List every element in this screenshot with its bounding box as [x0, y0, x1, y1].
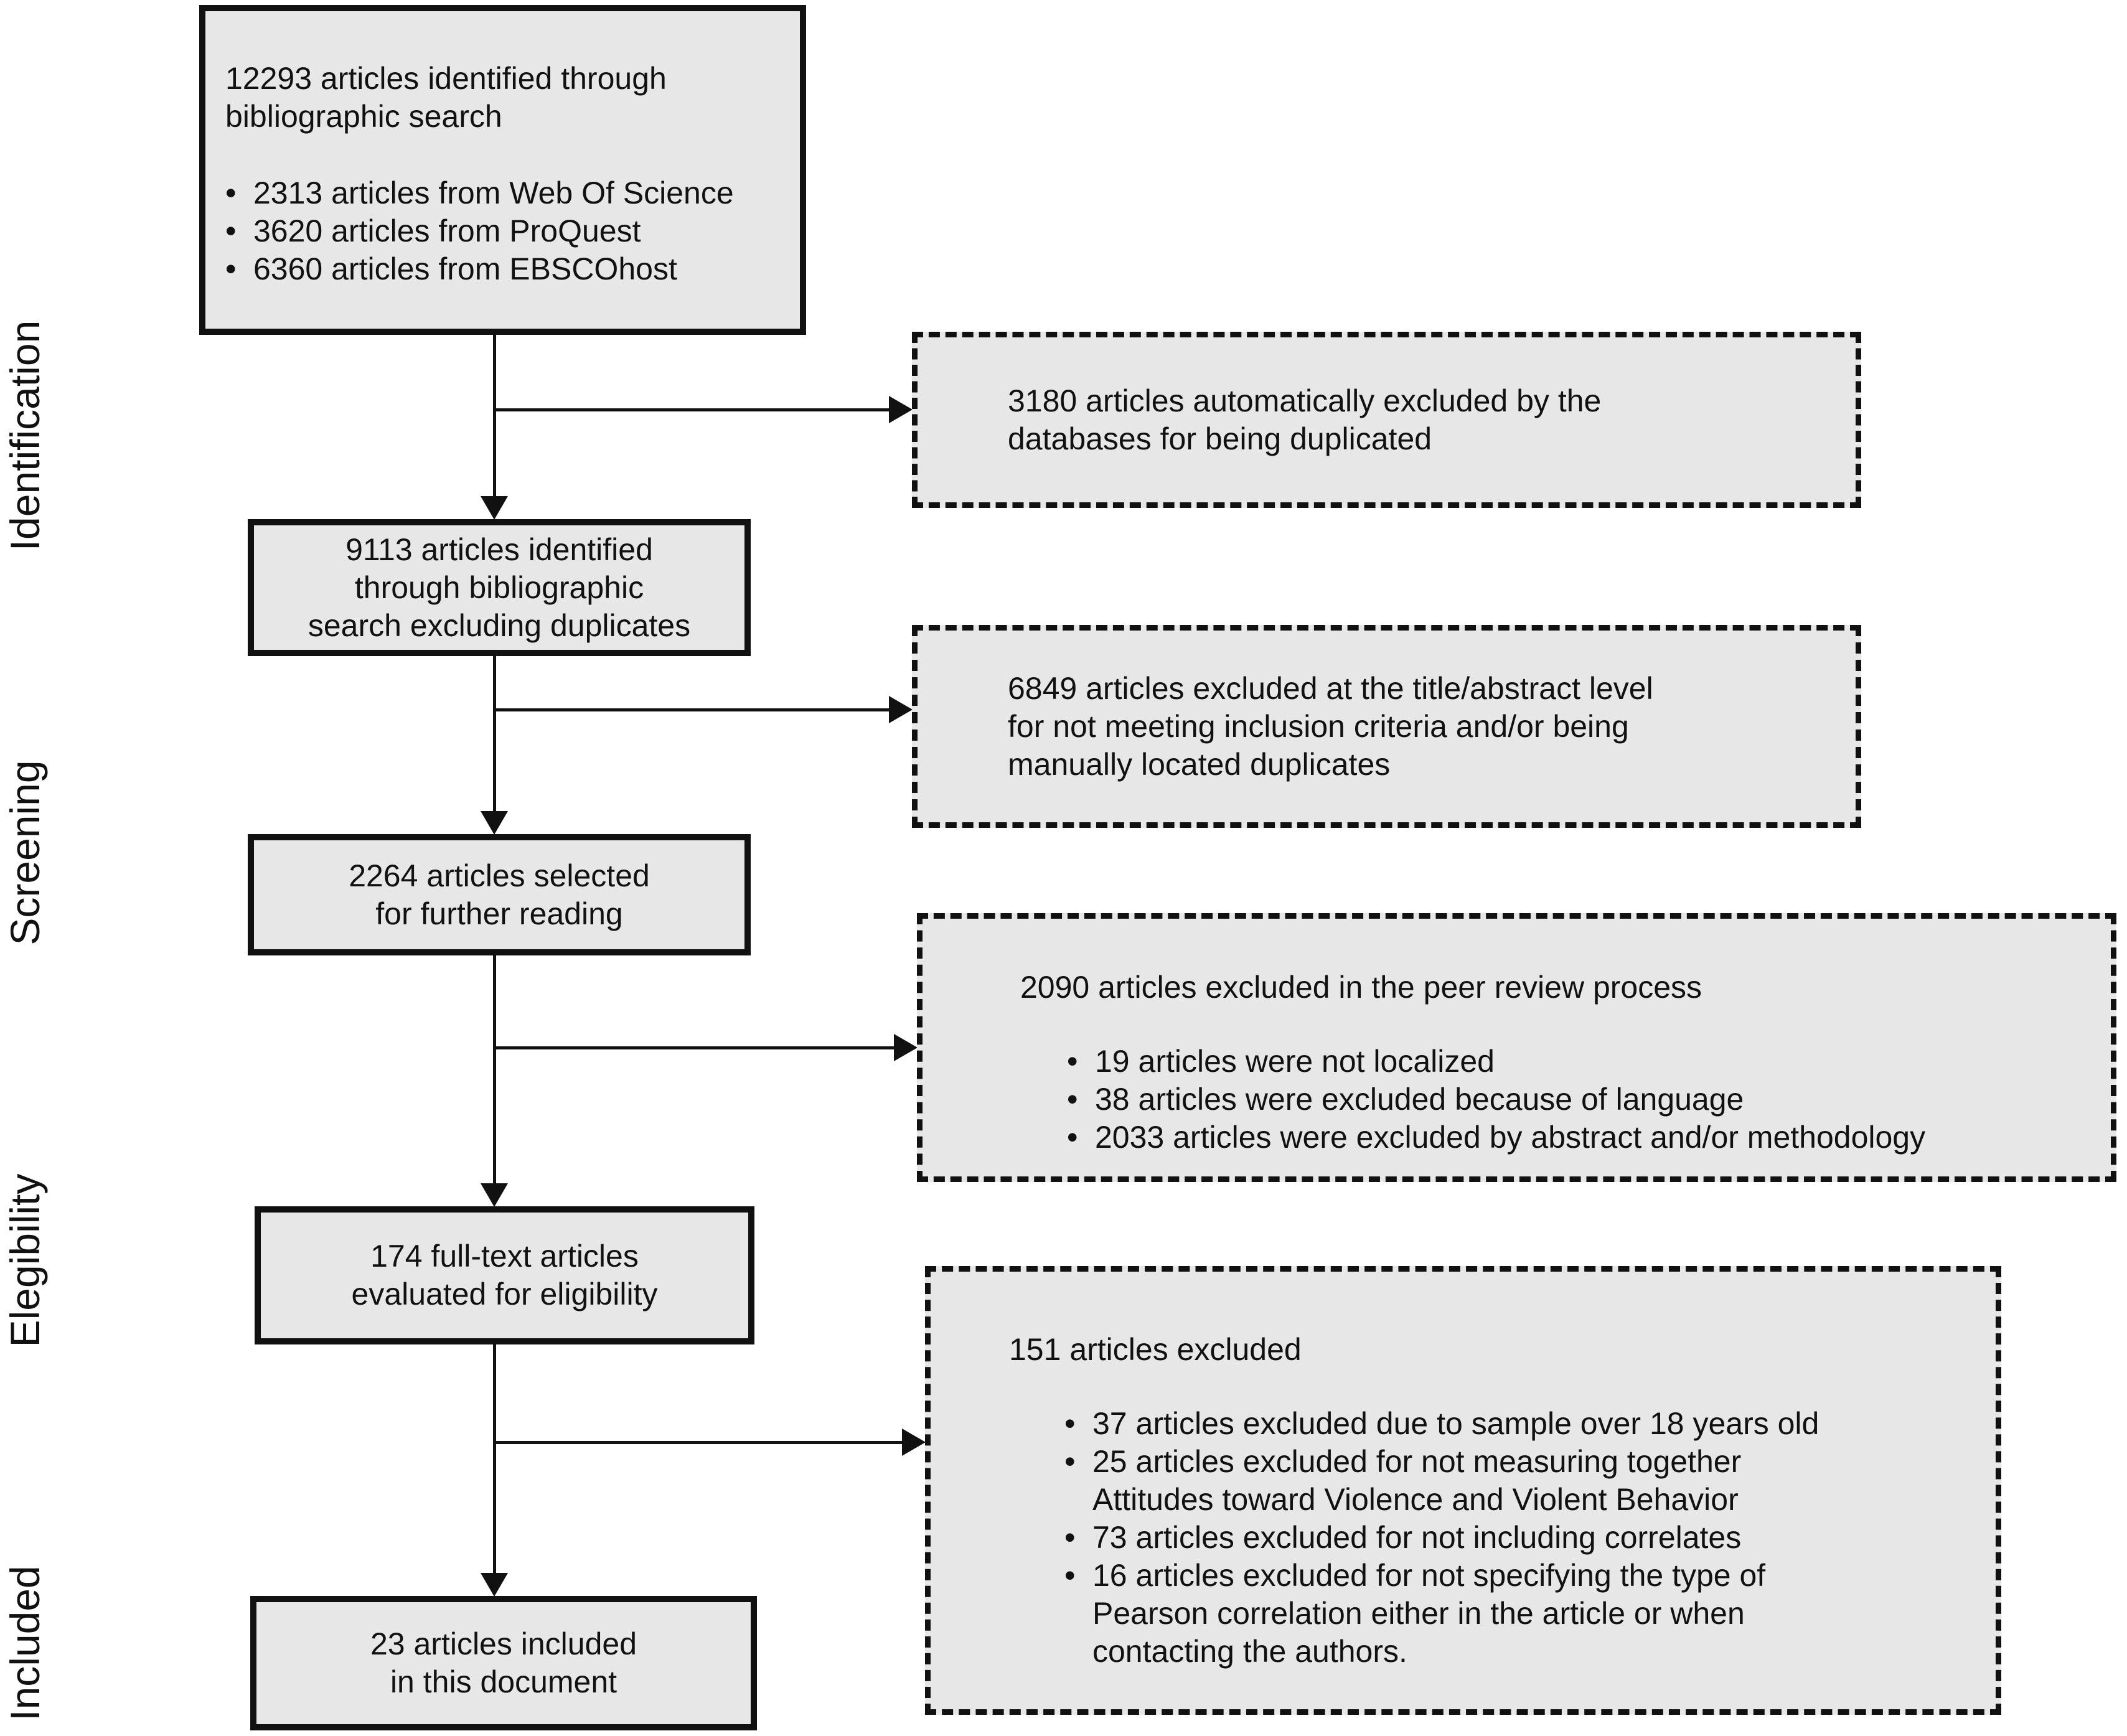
- exclusion-bullet-list: • 19 articles were not localized • 38 ar…: [1067, 1043, 2092, 1157]
- list-item-text: 16 articles excluded for not specifying …: [1092, 1558, 1766, 1669]
- arrowhead-right-4: [902, 1429, 926, 1456]
- list-item-text: 73 articles excluded for not including c…: [1092, 1520, 1742, 1555]
- connector-horizontal-4: [493, 1441, 905, 1444]
- list-item: • 73 articles excluded for not including…: [1064, 1519, 1977, 1557]
- list-item-text: 38 articles were excluded because of lan…: [1095, 1082, 1744, 1117]
- list-item: • 6360 articles from EBSCOhost: [225, 250, 781, 288]
- list-item: • 3620 articles from ProQuest: [225, 212, 781, 250]
- exclusion-bullet-list: • 37 articles excluded due to sample ove…: [1064, 1405, 1977, 1671]
- source-bullet-list: • 2313 articles from Web Of Science • 36…: [225, 174, 781, 288]
- bullet-icon: •: [1064, 1520, 1076, 1555]
- list-item-text: 3620 articles from ProQuest: [253, 213, 641, 248]
- stage-label-identification: Identification: [2, 320, 48, 551]
- connector-vertical-2: [493, 656, 496, 815]
- stage-label-eligibility: Elegibility: [2, 1173, 48, 1348]
- arrowhead-right-2: [889, 696, 913, 723]
- arrowhead-right-3: [894, 1034, 918, 1061]
- connector-vertical-3: [493, 955, 496, 1186]
- arrowhead-down-2: [481, 811, 508, 835]
- connector-vertical-1: [493, 335, 496, 500]
- list-item-text: 6360 articles from EBSCOhost: [253, 251, 677, 286]
- list-item-text: 2033 articles were excluded by abstract …: [1095, 1120, 1926, 1155]
- flow-box-deduplicated: 9113 articles identified through bibliog…: [248, 519, 751, 656]
- exclusion-box-fulltext: 151 articles excluded • 37 articles excl…: [925, 1266, 2001, 1715]
- list-item: • 19 articles were not localized: [1067, 1043, 2092, 1081]
- list-item: • 25 articles excluded for not measuring…: [1064, 1443, 1977, 1519]
- list-item-text: 37 articles excluded due to sample over …: [1092, 1406, 1819, 1441]
- flow-box-identified-text: 12293 articles identified through biblio…: [225, 61, 667, 134]
- flow-box-included: 23 articles included in this document: [250, 1596, 757, 1730]
- bullet-icon: •: [1067, 1120, 1078, 1155]
- list-item: • 2313 articles from Web Of Science: [225, 174, 781, 212]
- list-item-text: 19 articles were not localized: [1095, 1044, 1495, 1079]
- bullet-icon: •: [1064, 1406, 1076, 1441]
- flow-box-identified: 12293 articles identified through biblio…: [199, 5, 806, 335]
- exclusion-box-title-abstract: 6849 articles excluded at the title/abst…: [912, 625, 1861, 828]
- connector-vertical-4: [493, 1344, 496, 1576]
- stage-label-included: Included: [2, 1565, 48, 1721]
- bullet-icon: •: [1064, 1558, 1076, 1593]
- stage-label-screening: Screening: [2, 760, 48, 945]
- bullet-icon: •: [1067, 1082, 1078, 1117]
- list-item-text: 2313 articles from Web Of Science: [253, 176, 734, 210]
- bullet-icon: •: [1067, 1044, 1078, 1079]
- list-item: • 37 articles excluded due to sample ove…: [1064, 1405, 1977, 1443]
- exclusion-box-duplicates: 3180 articles automatically excluded by …: [912, 332, 1861, 508]
- exclusion-box-title: 151 articles excluded: [1009, 1332, 1302, 1367]
- connector-horizontal-1: [493, 408, 892, 411]
- list-item: • 16 articles excluded for not specifyin…: [1064, 1557, 1977, 1671]
- exclusion-box-peer-review: 2090 articles excluded in the peer revie…: [917, 913, 2116, 1182]
- exclusion-box-title: 2090 articles excluded in the peer revie…: [1020, 970, 1702, 1005]
- flow-box-fulltext: 174 full-text articles evaluated for eli…: [255, 1206, 754, 1344]
- list-item: • 38 articles were excluded because of l…: [1067, 1081, 2092, 1119]
- bullet-icon: •: [225, 251, 237, 286]
- arrowhead-down-4: [481, 1573, 508, 1597]
- arrowhead-down-1: [481, 496, 508, 520]
- bullet-icon: •: [1064, 1444, 1076, 1479]
- connector-horizontal-2: [493, 708, 892, 711]
- arrowhead-right-1: [889, 396, 913, 423]
- list-item: • 2033 articles were excluded by abstrac…: [1067, 1119, 2092, 1157]
- bullet-icon: •: [225, 176, 237, 210]
- flow-box-selected: 2264 articles selected for further readi…: [248, 834, 751, 955]
- arrowhead-down-3: [481, 1183, 508, 1207]
- connector-horizontal-3: [493, 1046, 897, 1049]
- list-item-text: 25 articles excluded for not measuring t…: [1092, 1444, 1742, 1517]
- bullet-icon: •: [225, 213, 237, 248]
